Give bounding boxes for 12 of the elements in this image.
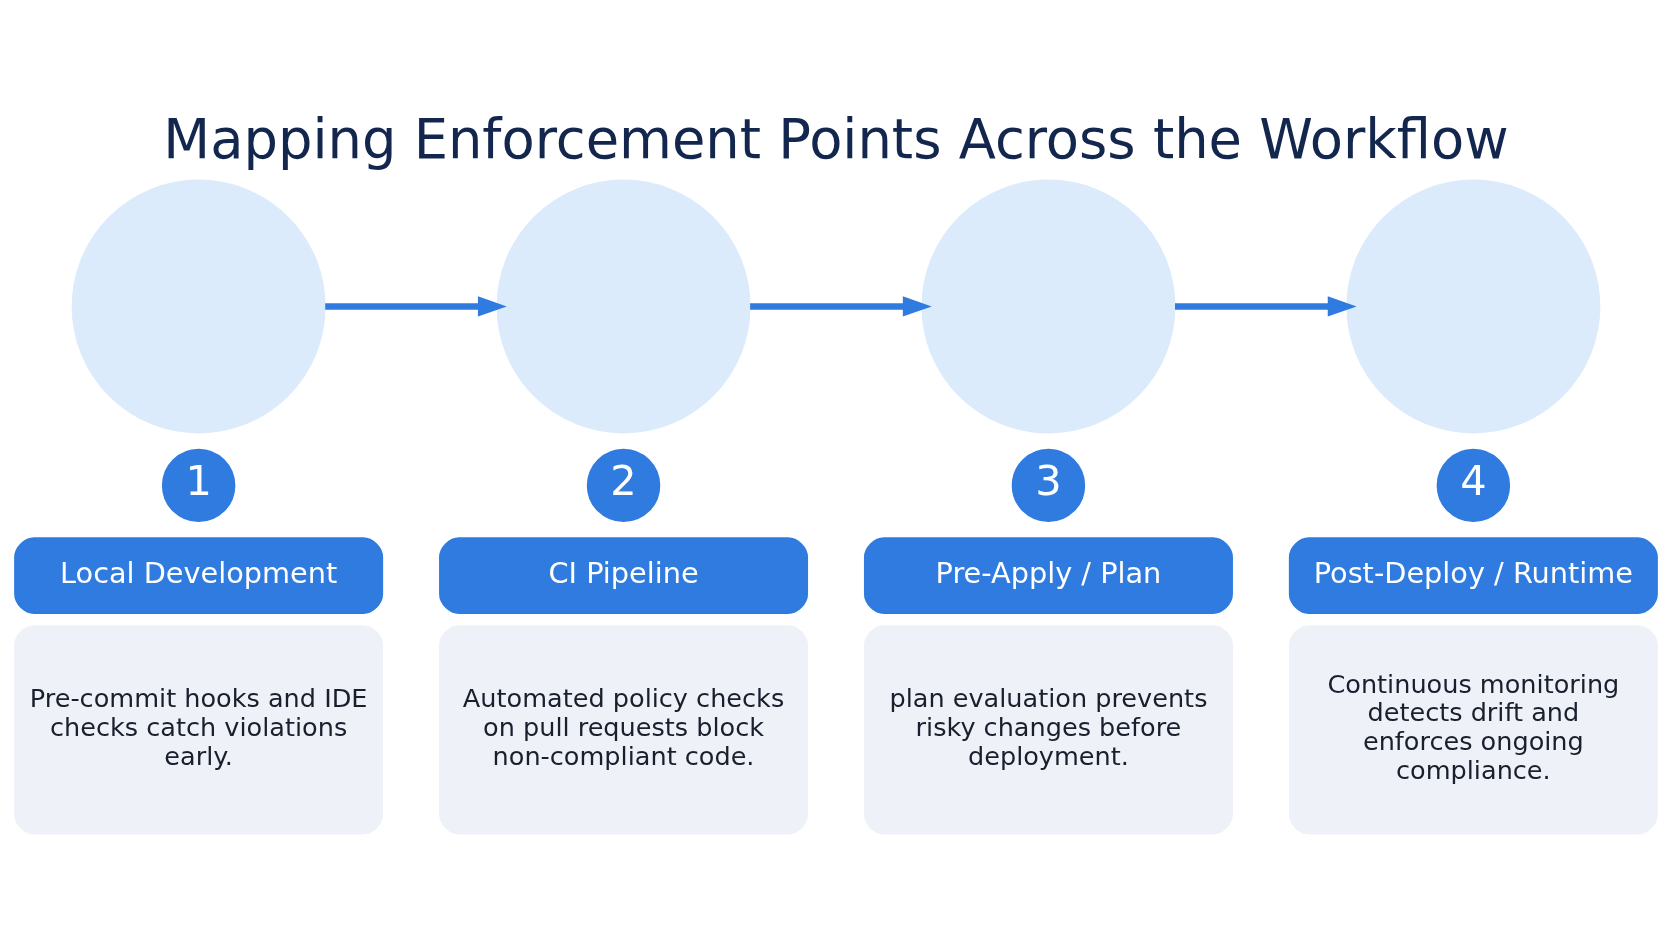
node-circle (71, 178, 326, 433)
node-circle (1346, 178, 1601, 433)
arrow (1175, 295, 1357, 317)
node-box: CI Pipeline (439, 536, 809, 614)
node-box: Pre-Apply / Plan (863, 536, 1233, 614)
arrow (750, 295, 932, 317)
diagram-title: Mapping Enforcement Points Across the Workflow (163, 107, 1509, 171)
node-circle (921, 178, 1176, 433)
arrow (325, 295, 507, 317)
node-circle (496, 178, 751, 433)
node-box: Post-Deploy / Runtime (1288, 536, 1658, 614)
node-box: Local Development (14, 536, 384, 614)
